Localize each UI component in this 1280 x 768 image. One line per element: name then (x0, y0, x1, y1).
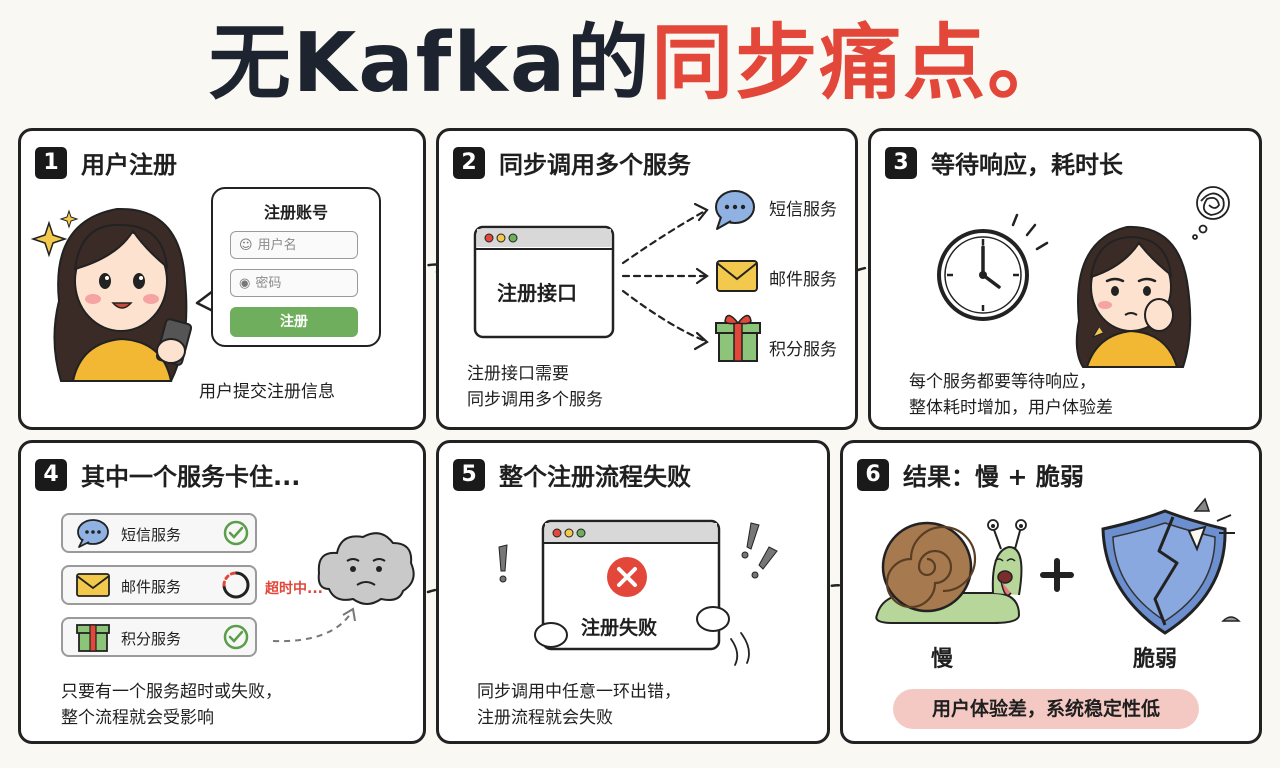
caption-line: 整体耗时增加，用户体验差 (909, 398, 1113, 418)
gift-icon (76, 624, 110, 652)
envelope-icon (76, 573, 110, 597)
password-input[interactable]: ◉ 密码 (230, 269, 358, 297)
panel-3-header: 3 等待响应，耗时长 (885, 145, 1123, 180)
panel-3-waiting: 3 等待响应，耗时长 (868, 128, 1262, 430)
panel-5-register-failed: 5 整个注册流程失败 注册失败 同步调用 (436, 440, 830, 744)
panel-4-caption: 只要有一个服务超时或失败， 整个流程就会受影响 (61, 679, 282, 731)
step-title: 同步调用多个服务 (499, 151, 691, 179)
chat-bubble-icon (77, 519, 109, 548)
panel-3-caption: 每个服务都要等待响应， 整体耗时增加，用户体验差 (909, 369, 1113, 421)
panel-6-header: 6 结果：慢 + 脆弱 (857, 457, 1084, 492)
stress-scribble-icon (1192, 186, 1230, 240)
step-number: 3 (885, 146, 917, 179)
service-row-points: 积分服务 (61, 617, 257, 657)
check-icon (223, 624, 249, 650)
broken-shield-icon (1101, 497, 1241, 635)
caption-line: 同步调用中任意一环出错， (477, 682, 681, 702)
plus-icon (1040, 558, 1074, 592)
chat-bubble-icon (715, 190, 755, 230)
caption-line: 注册流程就会失败 (477, 708, 613, 728)
step-title: 整个注册流程失败 (499, 463, 691, 491)
password-placeholder: 密码 (255, 275, 282, 291)
fragile-label: 脆弱 (1133, 647, 1178, 672)
panel-6-result: 6 结果：慢 + 脆弱 (840, 440, 1262, 744)
step-number: 4 (35, 458, 67, 491)
caption-line: 整个流程就会受影响 (61, 708, 214, 728)
plus-text: + (1037, 549, 1038, 550)
username-input[interactable]: ☺ 用户名 (230, 231, 358, 259)
panel-4-header: 4 其中一个服务卡住... (35, 457, 300, 492)
caption-line: 只要有一个服务超时或失败， (61, 682, 282, 702)
step-title: 等待响应，耗时长 (931, 151, 1123, 179)
caption-line: 同步调用多个服务 (467, 390, 603, 410)
page-title: 无Kafka的同步痛点。 (0, 14, 1280, 114)
step-title: 结果：慢 + 脆弱 (903, 463, 1084, 491)
envelope-icon (716, 260, 758, 292)
form-title: 注册账号 (263, 203, 328, 222)
register-api-diagram (473, 190, 761, 362)
panel-1-header: 1 用户注册 (35, 145, 177, 180)
title-prefix: 无Kafka的 (208, 16, 652, 111)
panel-1-caption: 用户提交注册信息 (199, 382, 335, 402)
slow-label: 慢 (931, 647, 954, 672)
caption-line: 注册接口需要 (467, 364, 569, 384)
panel-5-caption: 同步调用中任意一环出错， 注册流程就会失败 (477, 679, 681, 731)
register-form-bubble: 注册账号 ☺ 用户名 ◉ 密码 注册 (211, 187, 381, 347)
clock-icon (937, 229, 1029, 321)
step-number: 5 (453, 458, 485, 491)
sparkle-icon (30, 220, 68, 258)
service-label: 积分服务 (121, 630, 182, 648)
step-title: 用户注册 (81, 151, 177, 179)
error-x-icon (607, 557, 647, 597)
failed-window-label: 注册失败 (581, 617, 658, 639)
panel-2-sync-calls: 2 同步调用多个服务 (436, 128, 858, 430)
step-number: 6 (857, 458, 889, 491)
waiting-illustration (937, 186, 1230, 368)
spinner-icon (222, 571, 250, 599)
service-points-label: 积分服务 (769, 340, 837, 360)
panel-5-header: 5 整个注册流程失败 (453, 457, 691, 492)
result-pill: 用户体验差，系统稳定性低 (893, 689, 1199, 729)
register-button[interactable]: 注册 (230, 307, 358, 337)
username-placeholder: 用户名 (257, 237, 297, 253)
service-row-email: 邮件服务 (61, 565, 257, 605)
service-label: 短信服务 (121, 526, 182, 544)
check-icon (223, 520, 249, 546)
sad-cloud-icon (317, 532, 415, 605)
service-email-label: 邮件服务 (769, 270, 837, 290)
panel-2-caption: 注册接口需要 同步调用多个服务 (467, 361, 603, 413)
timeout-label: 超时中... (265, 581, 323, 597)
caption-line: 每个服务都要等待响应， (909, 372, 1096, 392)
step-number: 2 (453, 146, 485, 179)
panel-2-header: 2 同步调用多个服务 (453, 145, 691, 180)
user-icon: ☺ (239, 237, 253, 253)
panel-1-user-register: 1 用户注册 注册账号 ☺ 用户名 ◉ (18, 128, 426, 430)
lock-icon: ◉ (239, 275, 251, 291)
service-label: 邮件服务 (121, 578, 182, 596)
slow-fragile-illustration (875, 497, 1241, 635)
title-suffix: 。 (987, 16, 1072, 111)
gift-icon (715, 314, 761, 362)
step-title: 其中一个服务卡住... (81, 463, 301, 491)
failed-window-illustration (498, 519, 778, 666)
panel-4-service-stuck: 4 其中一个服务卡住... 短信服务 邮件服务 积分服务 超时中... (18, 440, 426, 744)
title-highlight: 同步痛点 (651, 16, 988, 111)
step-number: 1 (35, 146, 67, 179)
service-status-illustration (76, 519, 415, 652)
register-api-label: 注册接口 (497, 281, 577, 305)
service-sms-label: 短信服务 (769, 200, 837, 220)
girl-with-phone-illustration (30, 207, 214, 382)
snail-icon (875, 519, 1027, 624)
